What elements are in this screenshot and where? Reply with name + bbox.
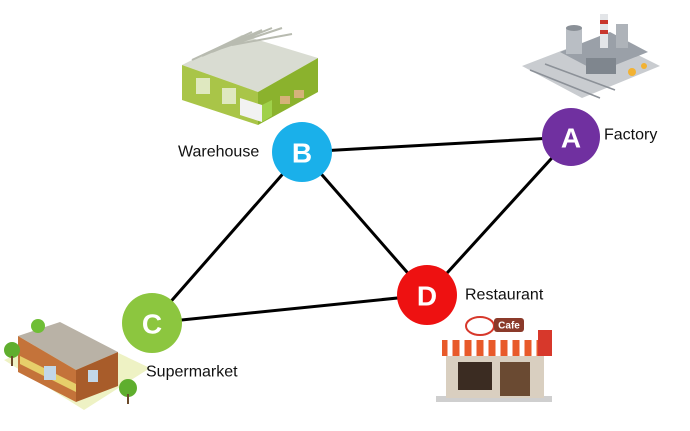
node-c-circle: [122, 293, 182, 353]
node-d: D Restaurant: [397, 265, 544, 325]
edge-a-b: [300, 135, 573, 154]
node-c: C Supermarket: [122, 293, 238, 381]
edge-c-d: [150, 293, 429, 325]
edge-b-c: [150, 150, 304, 325]
node-c-label: Supermarket: [146, 364, 238, 381]
edges: [150, 135, 573, 325]
edge-a-d: [425, 135, 573, 297]
factory-icon: [522, 14, 660, 99]
node-b-circle: [272, 122, 332, 182]
node-b-letter: B: [292, 138, 312, 169]
node-a-label: Factory: [604, 127, 657, 144]
node-b-label: Warehouse: [178, 144, 259, 161]
node-b: B Warehouse: [178, 122, 332, 182]
edge-b-d: [300, 150, 429, 297]
node-c-letter: C: [142, 309, 162, 340]
node-d-label: Restaurant: [465, 287, 544, 304]
node-a-circle: [542, 108, 600, 166]
node-a: A Factory: [542, 108, 657, 166]
node-a-letter: A: [561, 123, 581, 154]
supermarket-icon: [4, 319, 150, 410]
node-d-circle: [397, 265, 457, 325]
cafe-icon: Cafe: [436, 316, 552, 402]
node-d-letter: D: [417, 281, 437, 312]
warehouse-icon: [182, 27, 318, 125]
cafe-sign-text: Cafe: [498, 321, 520, 332]
